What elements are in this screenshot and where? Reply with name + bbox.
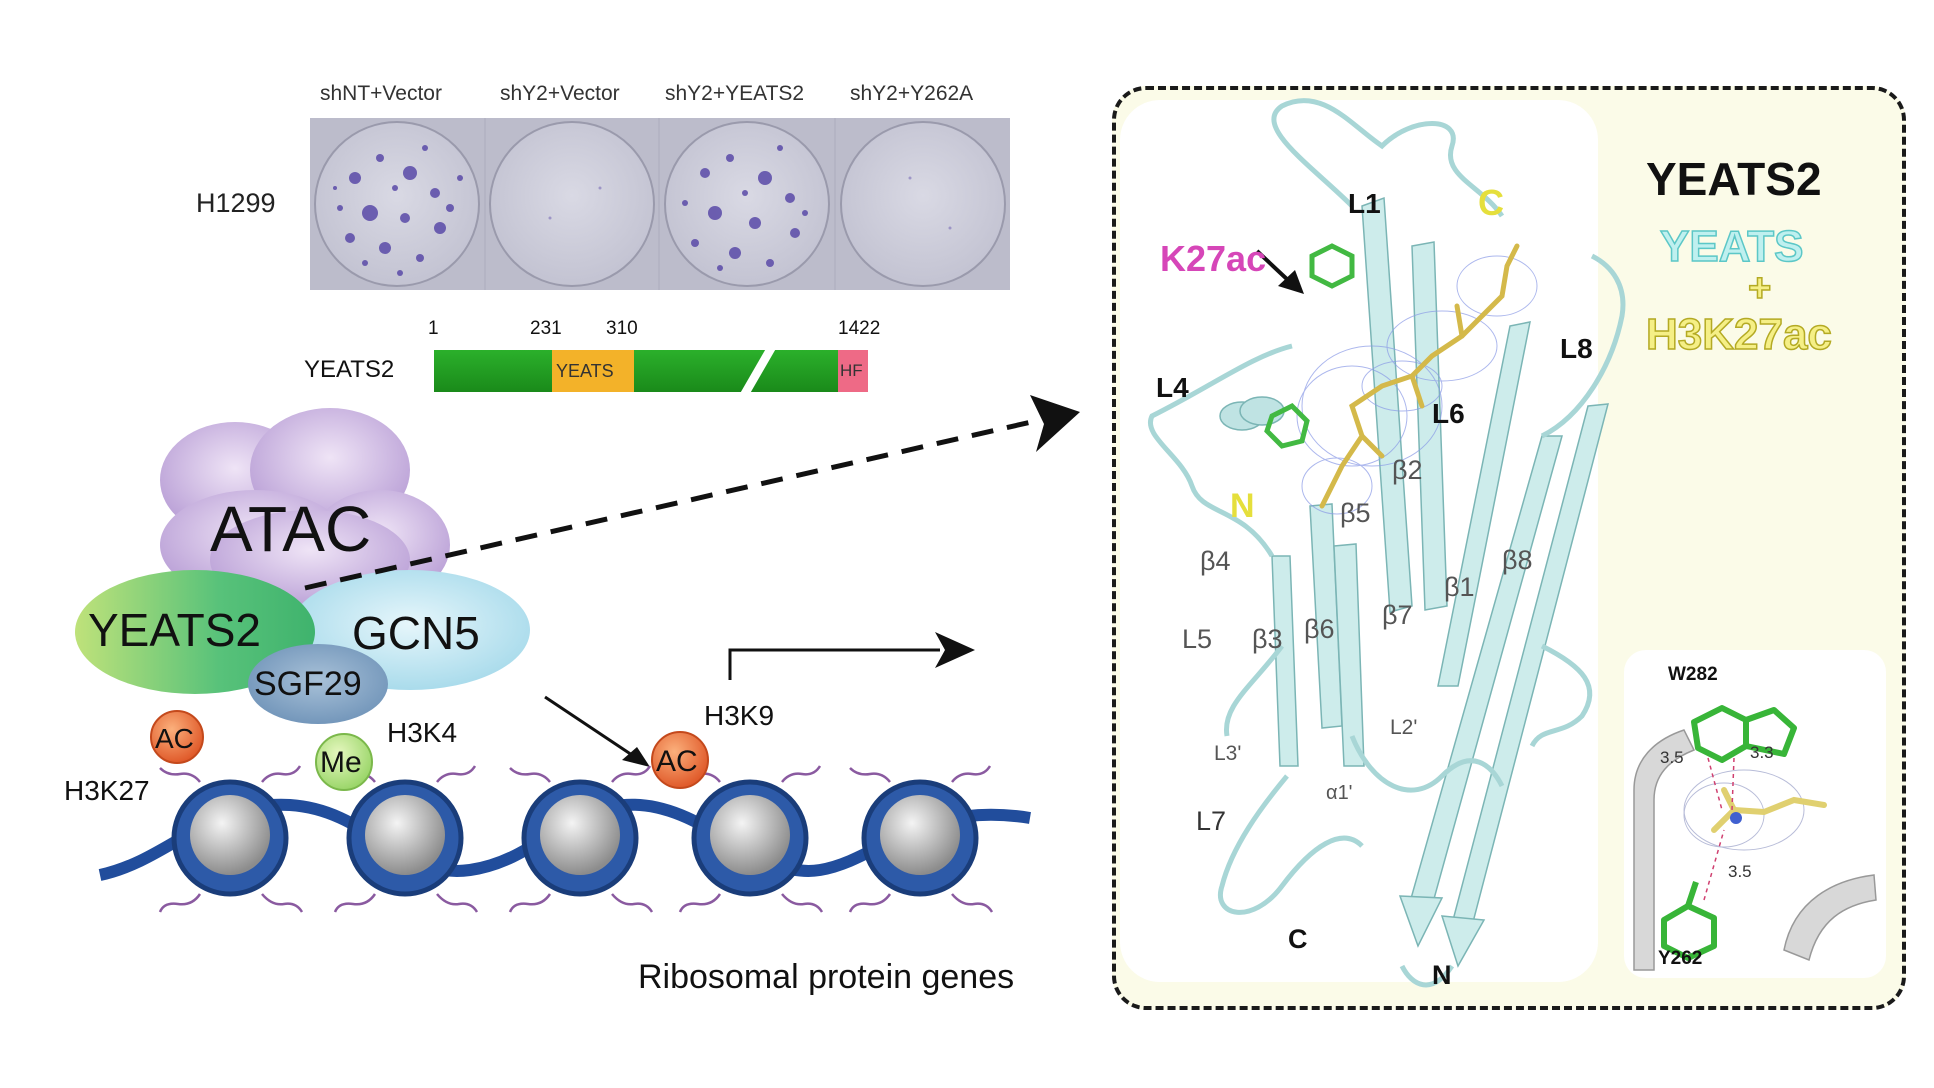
acetyl-marker-h3k9 [651, 731, 709, 789]
yeats2-complex-label: YEATS2 [88, 604, 261, 656]
ac-label-left: AC [155, 723, 194, 754]
ribbon-structure [1147, 98, 1626, 988]
loop-l4: L4 [1156, 372, 1189, 403]
plate-1 [310, 118, 484, 290]
distance-3: 3.5 [1728, 862, 1752, 881]
helix-a1p: α1' [1326, 782, 1353, 804]
loop-l8: L8 [1560, 333, 1593, 364]
h3k4-label: H3K4 [387, 717, 458, 748]
yeats-domain-label: YEATS [556, 361, 614, 381]
n-terminus-yellow: N [1230, 487, 1255, 525]
pocket-inset [1633, 705, 1877, 971]
sgf29-ellipse [248, 644, 388, 724]
c-terminus-yellow: C [1478, 182, 1504, 223]
condition-label-1: shNT+Vector [320, 82, 442, 105]
genes-label: Ribosomal protein genes [638, 958, 1015, 996]
complex-diagram [75, 395, 1080, 913]
strand-b8: β8 [1502, 545, 1533, 575]
transcription-arrow [728, 648, 940, 680]
condition-label-3: shY2+YEATS2 [665, 82, 805, 105]
acetyl-marker-h3k27 [150, 710, 204, 764]
c-terminus-black: C [1288, 924, 1308, 954]
dashed-pointer-head [1030, 395, 1080, 452]
distance-1: 3.5 [1660, 748, 1684, 767]
plate-2 [486, 118, 658, 290]
hf-domain [838, 350, 868, 392]
nucleosome-1 [171, 779, 289, 897]
nucleosome-5 [861, 779, 979, 897]
yeats-domain [552, 350, 634, 392]
hf-domain-label: HF [840, 361, 863, 380]
residue-y262: Y262 [1658, 948, 1703, 969]
strand-b3: β3 [1252, 624, 1283, 654]
loop-l2p: L2' [1390, 716, 1418, 739]
acetyl-pointer [544, 695, 636, 759]
k27ac-label: K27ac [1160, 238, 1267, 279]
position-1422: 1422 [838, 318, 881, 339]
loop-l7: L7 [1196, 806, 1227, 836]
h3k27-label: H3K27 [64, 775, 150, 806]
gcn5-label: GCN5 [352, 607, 480, 659]
condition-label-2: shY2+Vector [500, 82, 620, 105]
nucleosomes [171, 779, 979, 897]
protein-name: YEATS2 [304, 356, 395, 383]
nucleosome-3 [521, 779, 639, 897]
strand-b2: β2 [1392, 455, 1423, 485]
nucleosome-4 [691, 779, 809, 897]
strand-b4: β4 [1200, 546, 1231, 576]
domain-bar [434, 350, 868, 392]
loop-l1: L1 [1348, 188, 1381, 219]
legend-title: YEATS2 [1646, 153, 1822, 205]
position-310: 310 [606, 318, 638, 339]
dashed-pointer [304, 417, 1041, 591]
atac-label: ATAC [210, 493, 372, 565]
nucleosome-2 [346, 779, 464, 897]
ac-label-right: AC [656, 745, 698, 778]
loop-l3p: L3' [1214, 742, 1242, 765]
sgf29-label: SGF29 [254, 665, 362, 703]
legend-yeats: YEATS [1659, 221, 1804, 272]
position-1: 1 [428, 318, 439, 339]
legend-h3k27ac: H3K27ac [1645, 309, 1832, 360]
distance-2: 3.3 [1750, 743, 1774, 762]
strand-b7: β7 [1382, 600, 1413, 630]
me-label: Me [320, 746, 362, 779]
strand-b5: β5 [1340, 498, 1371, 528]
h3k9-label: H3K9 [704, 700, 775, 731]
n-terminus-black: N [1432, 960, 1452, 990]
position-231: 231 [530, 318, 562, 339]
strand-b1: β1 [1444, 572, 1475, 602]
methyl-marker-h3k4 [315, 733, 373, 791]
yeats2-ellipse [75, 570, 315, 694]
colony-plates [310, 118, 1010, 290]
residue-w282: W282 [1668, 664, 1718, 685]
loop-l6: L6 [1432, 398, 1465, 429]
acetyl-pointer-head [622, 747, 650, 767]
plate-4 [836, 118, 1010, 290]
cell-line-label: H1299 [196, 188, 276, 218]
loop-l5: L5 [1182, 624, 1213, 654]
transcription-arrowhead [935, 632, 975, 668]
condition-label-4: shY2+Y262A [850, 82, 974, 105]
strand-b6: β6 [1304, 614, 1335, 644]
plate-3 [660, 118, 834, 290]
legend-plus: + [1747, 265, 1772, 311]
